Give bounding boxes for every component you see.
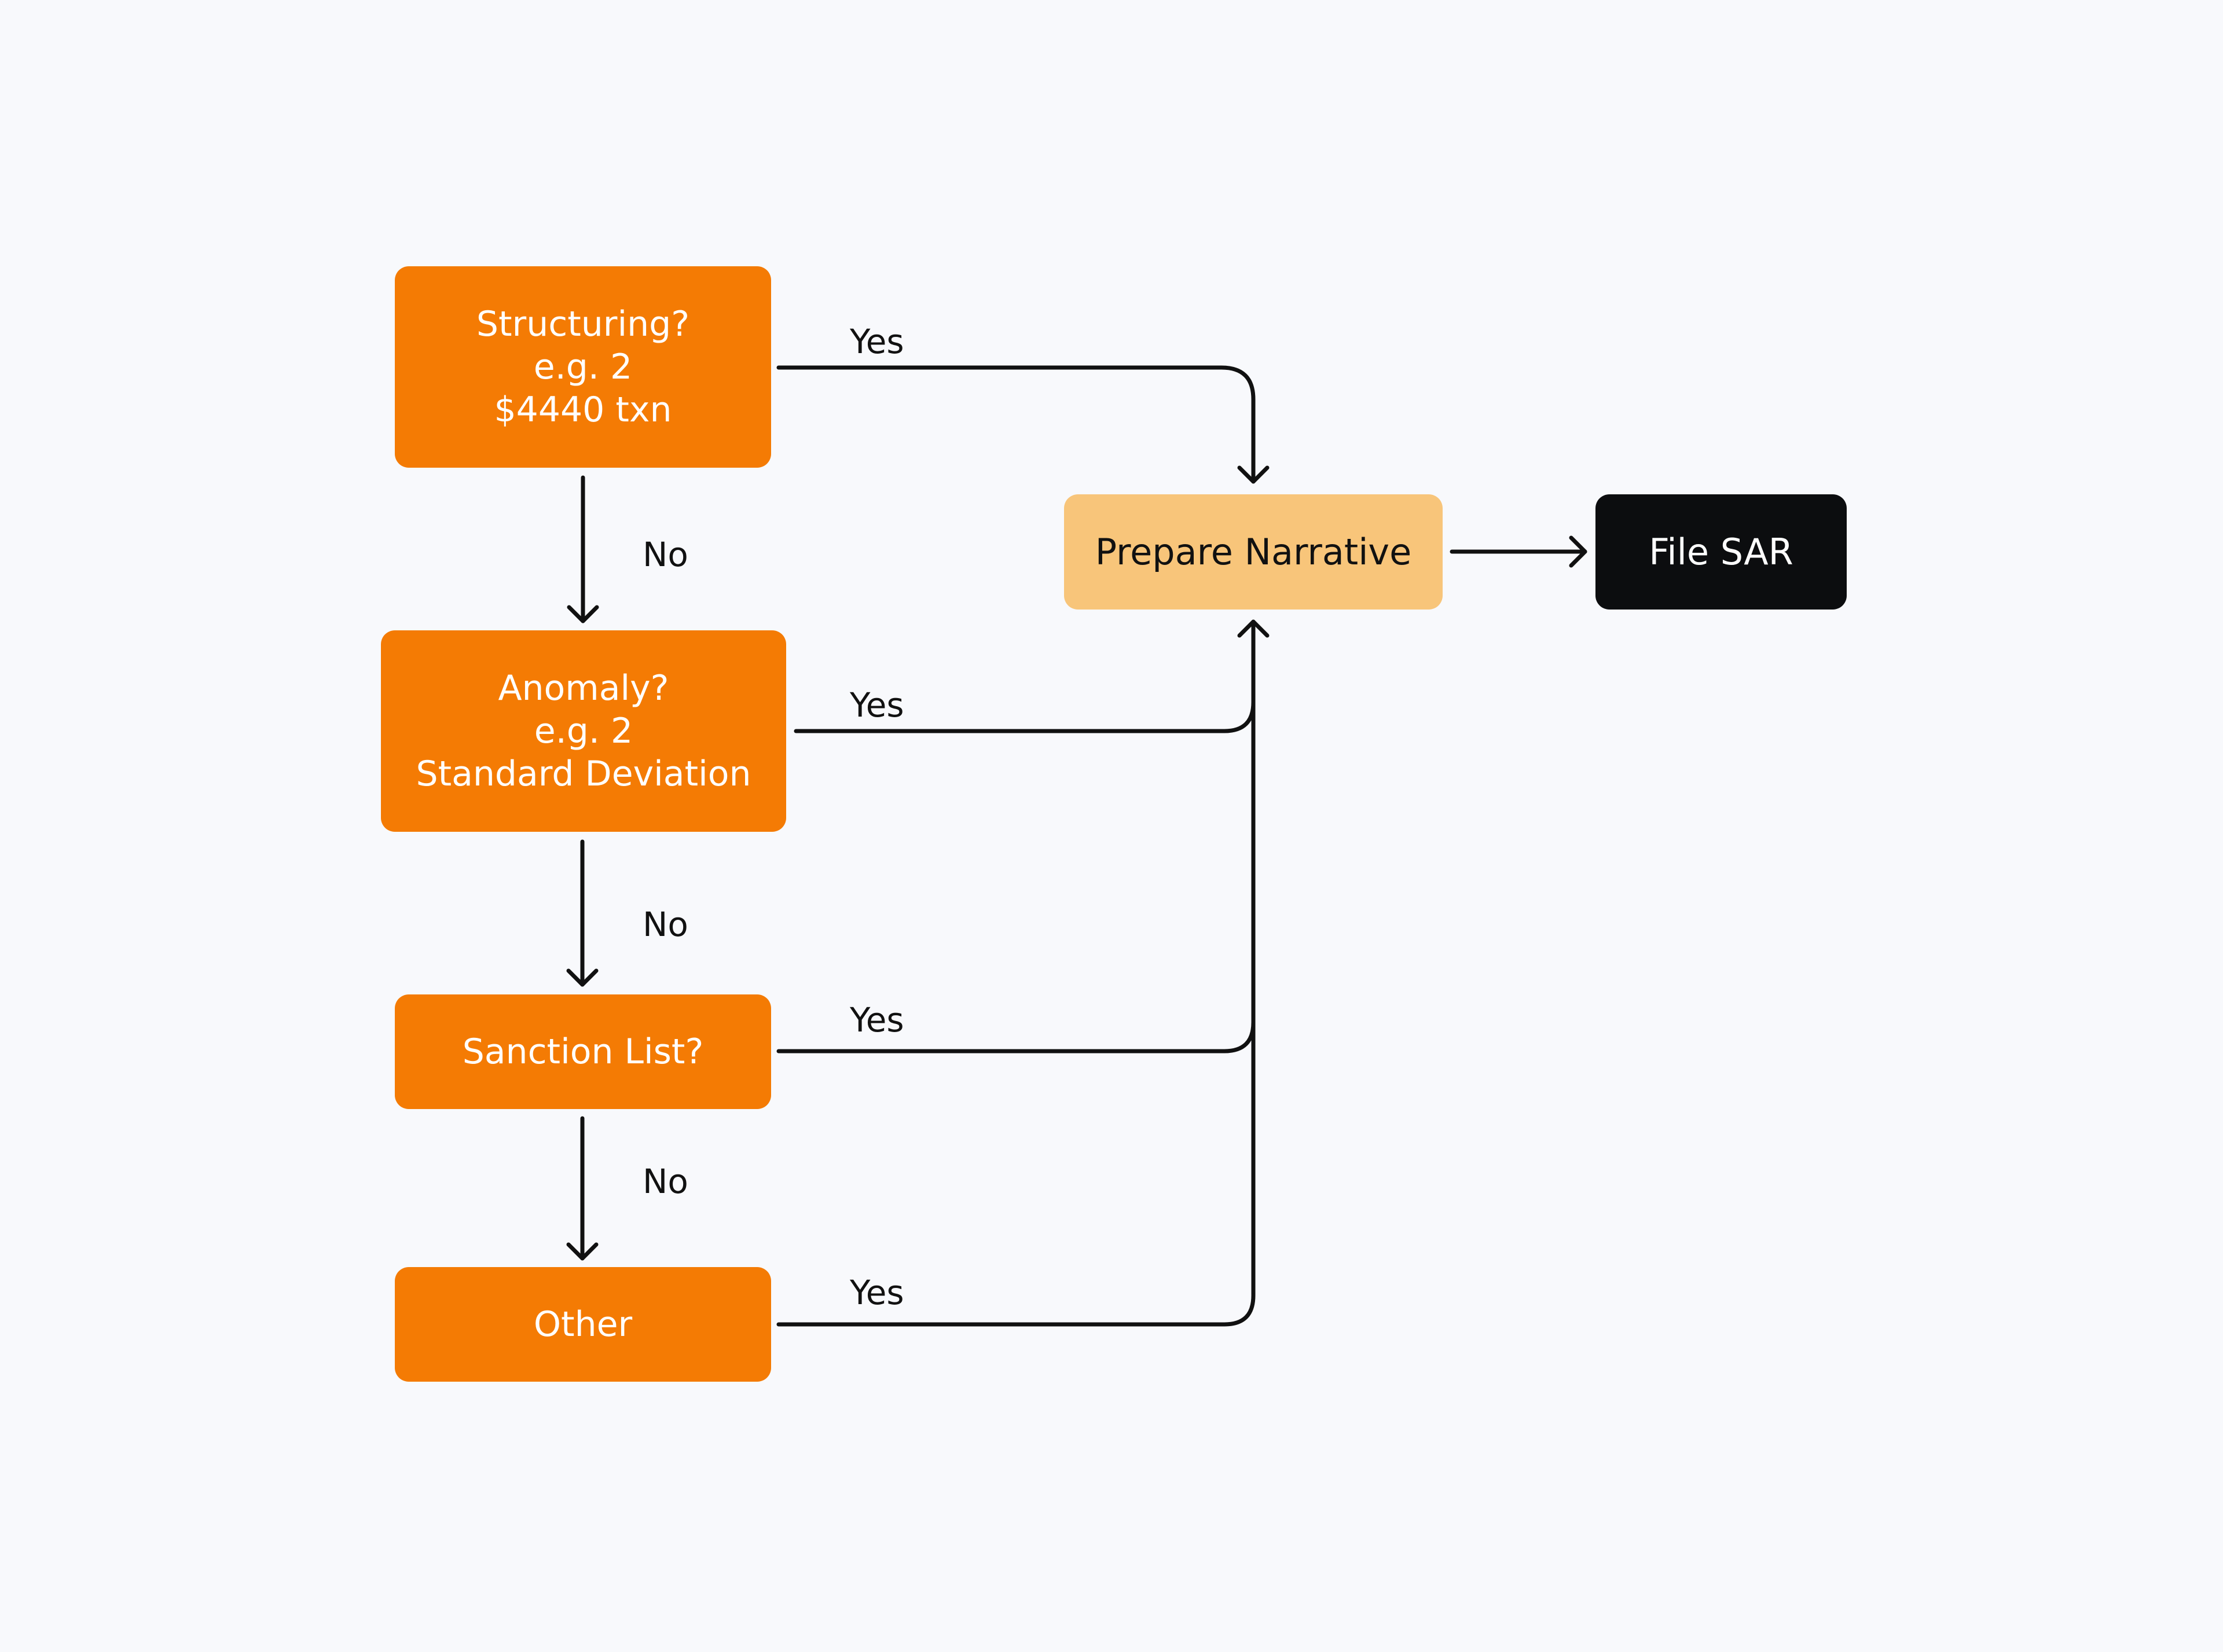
edge-label-sanction-yes: Yes (850, 1000, 904, 1040)
node-sanction-list: Sanction List? (395, 994, 771, 1109)
node-other: Other (395, 1267, 771, 1382)
node-structuring-line-2: e.g. 2 (533, 347, 633, 387)
node-file-sar: File SAR (1595, 494, 1847, 610)
node-anomaly-line-1: Anomaly? (498, 668, 669, 708)
arrowhead-into-narrative-bottom (1237, 619, 1270, 638)
node-structuring: Structuring? e.g. 2 $4440 txn (395, 266, 771, 468)
edge-label-anomaly-no: No (643, 905, 688, 944)
arrowhead-into-file-sar (1569, 535, 1587, 568)
node-prepare-narrative: Prepare Narrative (1064, 494, 1443, 610)
edge-anomaly-yes (794, 700, 1256, 733)
edge-label-sanction-no: No (643, 1162, 688, 1201)
node-prepare-narrative-label: Prepare Narrative (1095, 530, 1412, 573)
node-anomaly-line-3: Standard Deviation (416, 754, 751, 794)
edge-other-yes (776, 1293, 1256, 1327)
node-other-label: Other (533, 1304, 633, 1345)
edge-label-structuring-no: No (643, 535, 688, 574)
edge-label-structuring-yes: Yes (850, 322, 904, 361)
node-file-sar-label: File SAR (1649, 530, 1793, 573)
node-structuring-line-3: $4440 txn (494, 390, 672, 430)
edge-structuring-yes (776, 365, 1256, 484)
arrowhead-into-other (566, 1242, 599, 1261)
arrowhead-into-sanction (566, 968, 599, 987)
arrowhead-into-anomaly (567, 605, 599, 623)
arrowhead-into-narrative-top (1237, 465, 1270, 484)
edge-label-anomaly-yes: Yes (850, 685, 904, 725)
node-anomaly-line-2: e.g. 2 (534, 711, 633, 751)
node-anomaly: Anomaly? e.g. 2 Standard Deviation (381, 630, 786, 832)
node-sanction-list-label: Sanction List? (462, 1031, 704, 1072)
node-structuring-line-1: Structuring? (476, 304, 690, 344)
edge-sanction-yes (776, 1020, 1256, 1053)
edge-label-other-yes: Yes (850, 1273, 904, 1312)
